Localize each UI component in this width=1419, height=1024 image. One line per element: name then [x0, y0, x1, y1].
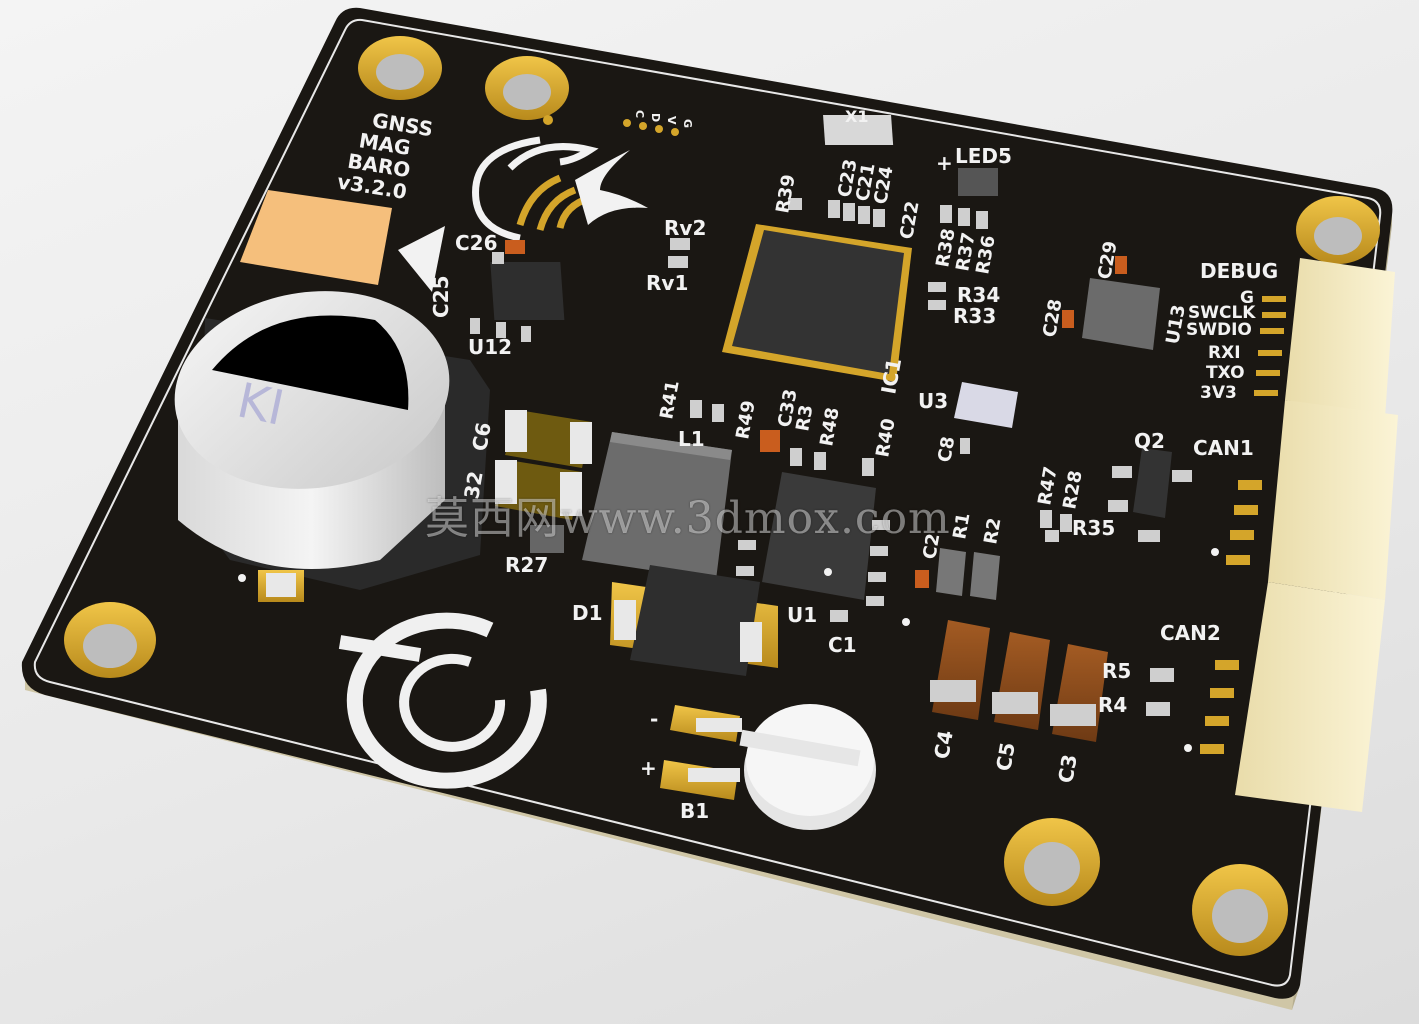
silkscreen-label: DEBUG: [1200, 259, 1278, 283]
silkscreen-label: R34: [957, 283, 1000, 307]
resistors-r1-r2: C2 R1 R2: [915, 511, 1006, 600]
silkscreen-label: R5: [1102, 659, 1131, 683]
board-outline-silk: [33, 18, 1382, 987]
watermark-text: 莫西网www.3dmox.com: [425, 493, 951, 544]
silkscreen-label: SWDIO: [1186, 320, 1252, 340]
silkscreen-label: -: [650, 707, 658, 731]
chip-u1: U1 C1: [736, 472, 910, 657]
ring-icon: [338, 612, 547, 789]
silkscreen-label: 3V3: [1200, 383, 1237, 403]
silkscreen-label: C4: [929, 729, 958, 761]
tantalum-capacitors: C4 C5 C3 R5 R4: [929, 620, 1174, 785]
silkscreen-label: C1: [828, 633, 857, 657]
silkscreen-label: R1: [949, 511, 974, 541]
resistors-top: R39 C23 C21 C24 C22 X1 LED5 + R38 R37 R3…: [646, 107, 1012, 328]
silkscreen-label: Rv1: [646, 271, 688, 295]
silkscreen-label: U3: [918, 389, 948, 413]
silkscreen-label: Q2: [1134, 429, 1165, 453]
silkscreen-label: U1: [787, 603, 817, 627]
arrow-icon: [398, 226, 445, 292]
silkscreen-label: CAN1: [1193, 436, 1254, 460]
bird-logo-icon: [472, 115, 648, 242]
chip-ic1: IC1: [722, 224, 912, 396]
mounting-holes: [64, 36, 1380, 956]
silkscreen-label: CAN2: [1160, 621, 1221, 645]
silkscreen-label: G: [1240, 288, 1254, 308]
header-pins: C D V G: [623, 110, 694, 136]
can2-connector: CAN2: [1160, 582, 1385, 812]
electrolytic-capacitor: KI: [174, 291, 490, 602]
debug-connector: DEBUG G SWCLK SWDIO RXI TXO 3V3: [1186, 258, 1395, 418]
copper-pad: [240, 190, 392, 285]
silkscreen-label: C6: [467, 421, 496, 453]
silkscreen-label: LED5: [955, 144, 1012, 168]
silkscreen-label: SWCLK: [1188, 303, 1256, 323]
silkscreen-label: C26: [455, 231, 498, 255]
diode-d1: D1: [572, 565, 778, 676]
inductor-l1: L1: [582, 427, 732, 580]
capacitors-c6-c32: C6 32 R27: [459, 410, 592, 577]
silkscreen-label: 32: [459, 469, 487, 501]
silkscreen-label: +: [640, 756, 657, 780]
silkscreen-label: L1: [678, 427, 705, 451]
resistors-mid: R47 R28 R35: [1034, 465, 1115, 542]
chip-u12: U12 C25 C26: [429, 231, 565, 359]
silkscreen-label: C3: [1053, 753, 1082, 785]
silkscreen-label: RXI: [1208, 343, 1241, 363]
silkscreen-label: C5: [991, 741, 1020, 773]
silkscreen-label: C: [633, 110, 646, 118]
silkscreen-label: U12: [468, 335, 512, 359]
silkscreen-label: B1: [680, 799, 709, 823]
silkscreen-label: R4: [1098, 693, 1127, 717]
silkscreen-label: X1: [845, 107, 868, 126]
board-title: GNSS MAG BARO v3.2.0: [336, 108, 435, 204]
silkscreen-label: C8: [934, 435, 959, 464]
silkscreen-label: R2: [980, 516, 1005, 546]
silkscreen-label: TXO: [1206, 363, 1245, 383]
silkscreen-label: R27: [505, 553, 548, 577]
sensor-u3: U3 C8: [918, 382, 1018, 464]
silkscreen-label: R33: [953, 304, 996, 328]
silkscreen-label: D: [649, 113, 662, 122]
transistor-q2: Q2: [1108, 429, 1192, 542]
silkscreen-label: V: [665, 116, 678, 125]
silkscreen-label: +: [936, 151, 953, 175]
battery-b1: - + B1: [640, 704, 876, 830]
silkscreen-label: R3: [792, 403, 817, 433]
can1-connector: CAN1: [1193, 400, 1398, 600]
silkscreen-label: G: [681, 119, 694, 128]
cap-marking: KI: [232, 372, 288, 436]
silkscreen-label: C25: [429, 275, 453, 318]
silkscreen-label: R35: [1072, 516, 1115, 540]
silkscreen-label: Rv2: [664, 216, 706, 240]
silkscreen-label: D1: [572, 601, 603, 625]
